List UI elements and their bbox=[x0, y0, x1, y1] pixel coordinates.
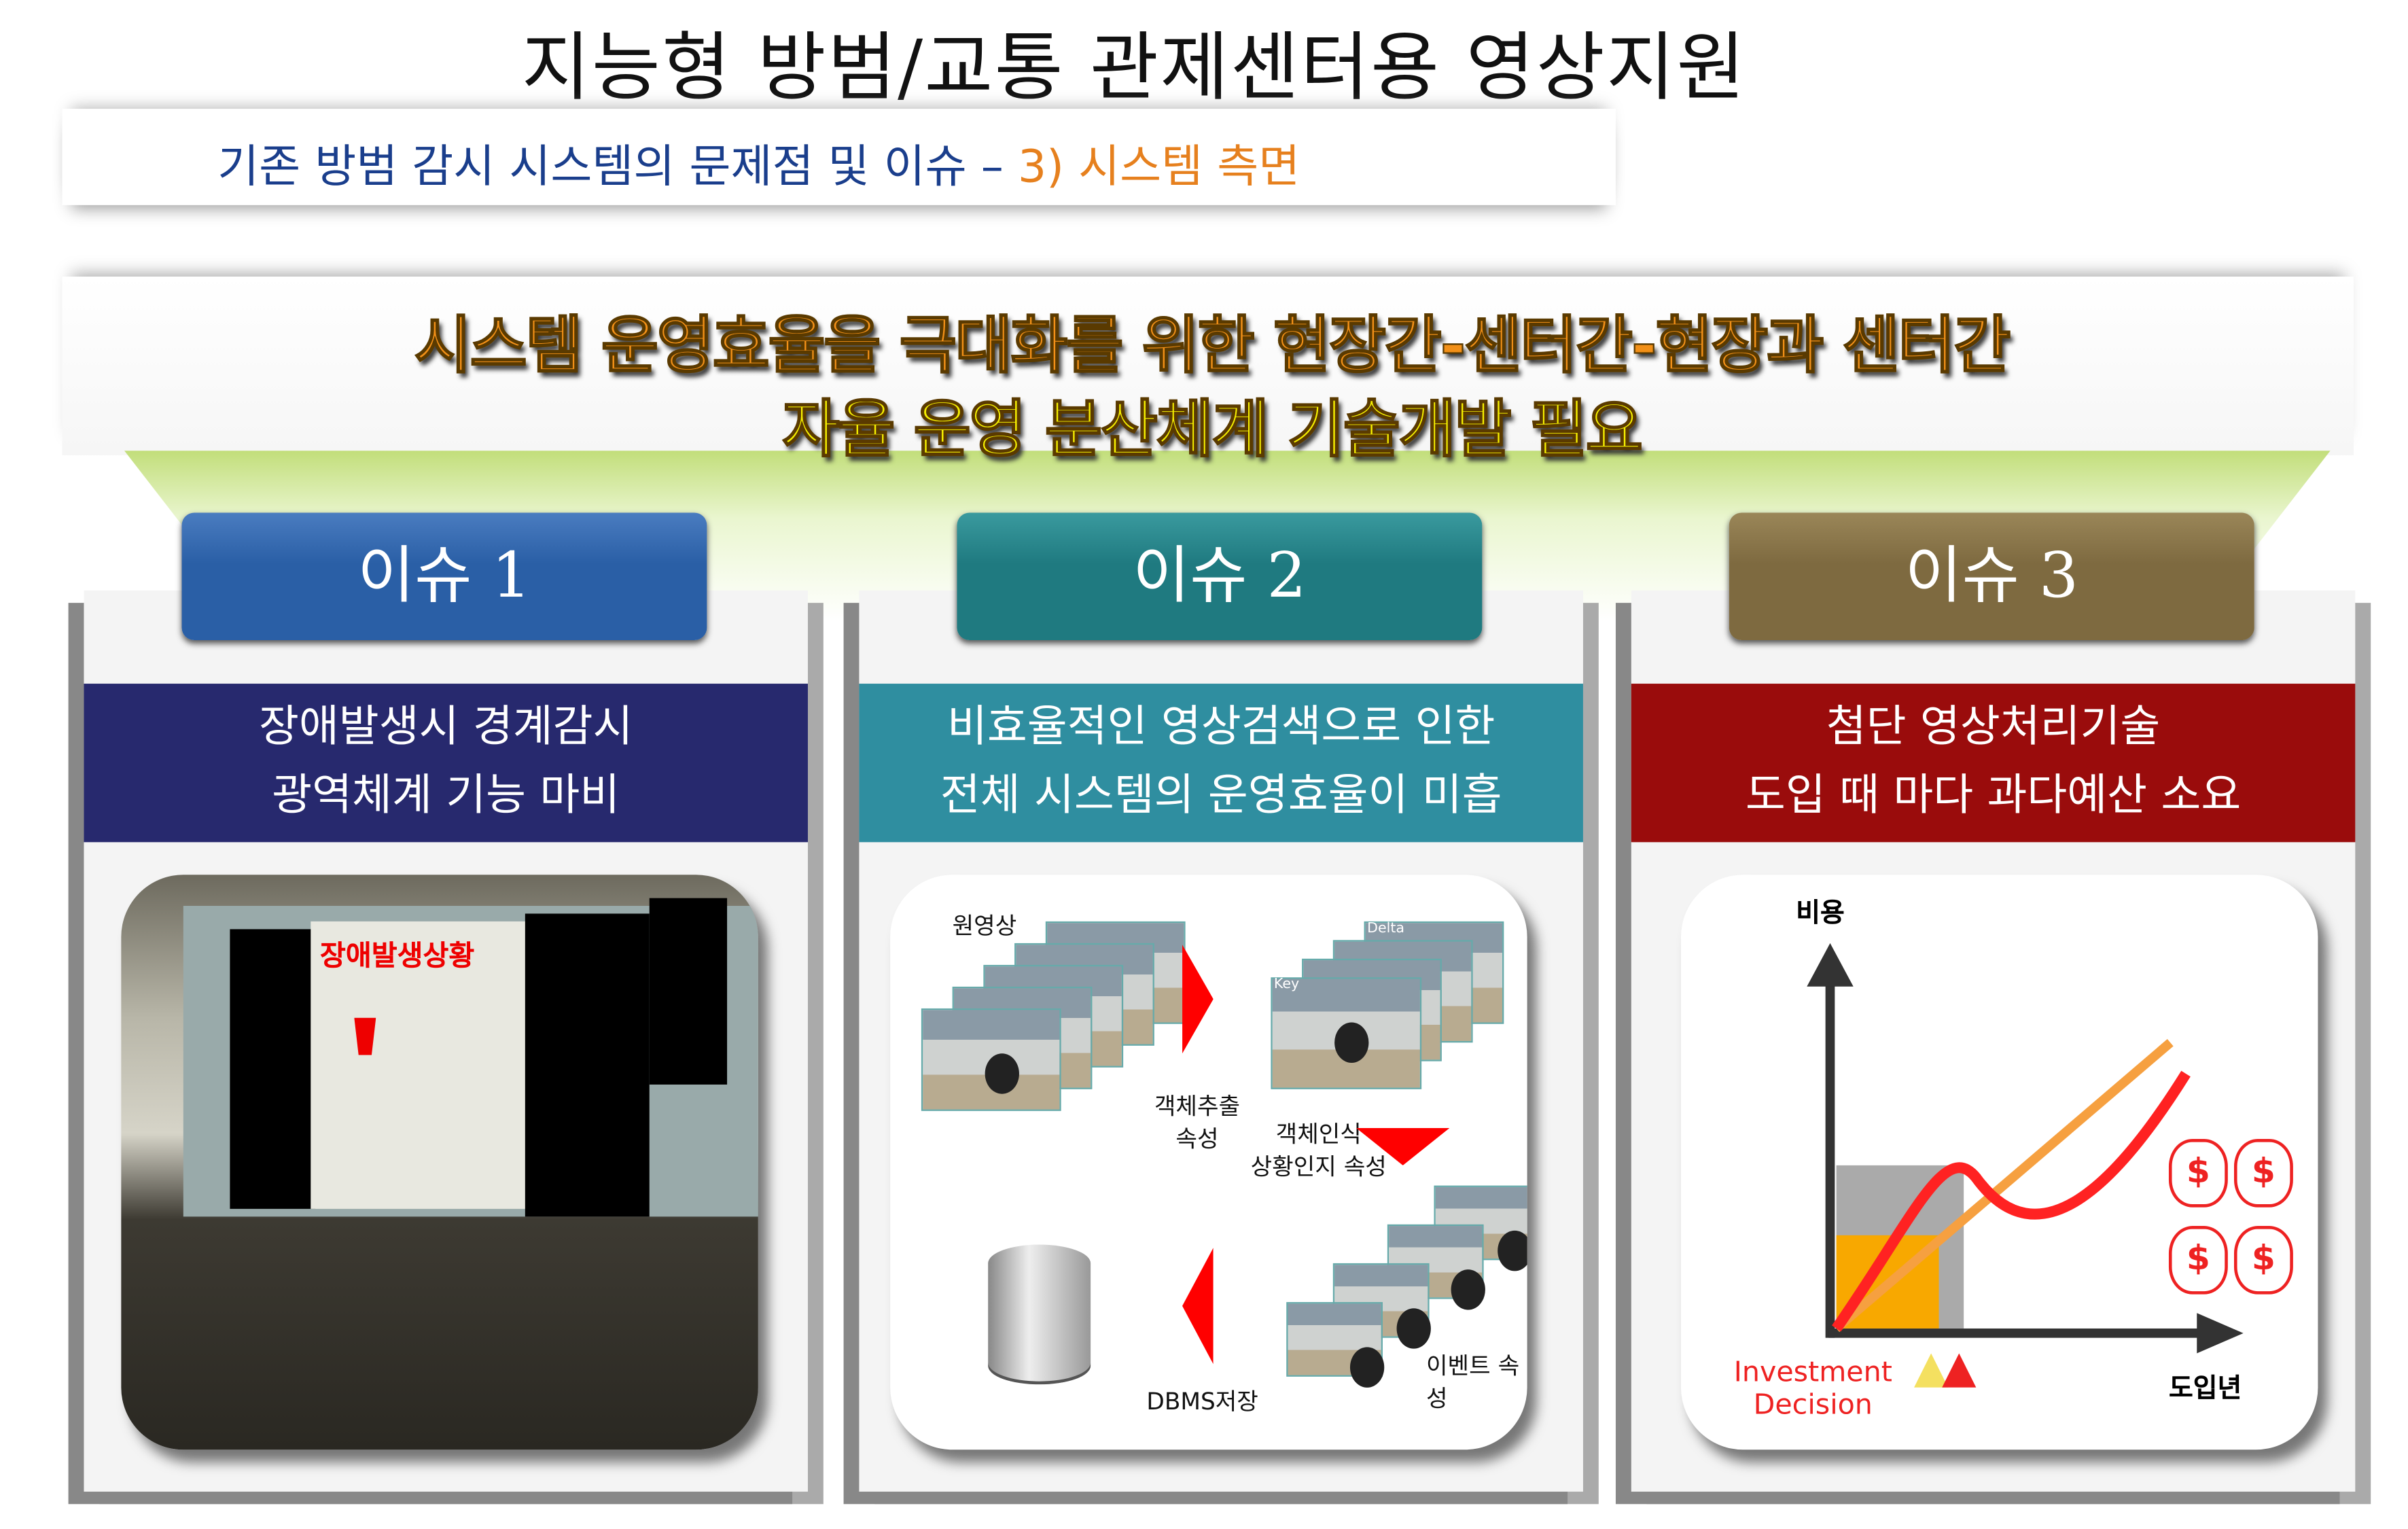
dbms-label: DBMS저장 bbox=[1146, 1387, 1258, 1416]
cost-curves bbox=[1832, 1039, 2191, 1333]
delta-label: Delta bbox=[1367, 921, 1405, 937]
issue-3-badge: 이슈 3 bbox=[1729, 512, 2254, 641]
map-screen bbox=[311, 921, 529, 1209]
linear-cost-line bbox=[1833, 1039, 2174, 1333]
blackout-screen bbox=[230, 929, 316, 1209]
desc-line: 도입 때 마다 과다예산 소요 bbox=[1745, 769, 2242, 821]
x-axis bbox=[1828, 1328, 2201, 1338]
database-icon bbox=[988, 1244, 1091, 1385]
subtitle: 기존 방범 감시 시스템의 문제점 및 이슈 – 3) 시스템 측면 bbox=[217, 130, 1300, 196]
money-bags-icon: $ $ $ $ bbox=[2168, 1139, 2309, 1310]
blackout-screen bbox=[525, 913, 650, 1217]
desc-line: 첨단 영상처리기술 bbox=[1826, 701, 2161, 752]
desc-line: 전체 시스템의 운영효율이 미흡 bbox=[940, 769, 1502, 821]
x-axis-label: 도입년 bbox=[2168, 1373, 2242, 1405]
arrow-left-icon bbox=[1182, 1248, 1214, 1365]
money-bag-icon: $ bbox=[2233, 1139, 2293, 1208]
desc-line: 장애발생시 경계감시 bbox=[258, 701, 633, 752]
desc-line: 광역체계 기능 마비 bbox=[272, 769, 620, 821]
banner bbox=[62, 276, 2354, 455]
money-bag-icon: $ bbox=[2168, 1226, 2228, 1295]
actual-cost-curve bbox=[1832, 1070, 2191, 1332]
event-label: 이벤트 속성 bbox=[1426, 1352, 1520, 1413]
source-frames bbox=[921, 921, 1201, 1123]
subtitle-main: 기존 방범 감시 시스템의 문제점 및 이슈 – bbox=[217, 139, 1004, 193]
subtitle-highlight: 3) 시스템 측면 bbox=[1017, 139, 1300, 193]
subtitle-bar bbox=[62, 109, 1616, 205]
label-line: 객체추출 bbox=[1154, 1092, 1241, 1121]
y-axis-label: 비용 bbox=[1796, 898, 1845, 930]
banner-line-1: 시스템 운영효율을 극대화를 위한 현장간-센터간-현장과 센터간 bbox=[414, 310, 2012, 383]
source-video-label: 원영상 bbox=[952, 912, 1017, 941]
money-bag-icon: $ bbox=[2233, 1226, 2293, 1295]
issue-2-badge: 이슈 2 bbox=[957, 512, 1483, 641]
desc-line: 비효율적인 영상검색으로 인한 bbox=[946, 701, 1495, 752]
money-bag-icon: $ bbox=[2168, 1139, 2228, 1208]
label-line: 속성 bbox=[1175, 1125, 1219, 1153]
page-title: 지능형 방범/교통 관제센터용 영상지원 bbox=[521, 24, 1747, 112]
issue-1-badge: 이슈 1 bbox=[181, 512, 707, 641]
label-line: 상황인지 속성 bbox=[1250, 1153, 1387, 1181]
control-room-photo: 장애발생상황 bbox=[121, 875, 758, 1450]
keyframes: Key Delta bbox=[1271, 921, 1527, 1093]
event-frames bbox=[1286, 1185, 1527, 1388]
blackout-screen bbox=[649, 898, 728, 1085]
key-label: Key bbox=[1273, 977, 1300, 994]
y-axis bbox=[1825, 980, 1835, 1338]
banner-line-2: 자율 운영 분산체계 기술개발 필요 bbox=[781, 394, 1644, 467]
label-line: Investment bbox=[1733, 1356, 1892, 1390]
failure-caption: 장애발생상황 bbox=[320, 940, 475, 973]
label-line: 객체인식 bbox=[1275, 1120, 1362, 1148]
label-line: Decision bbox=[1753, 1389, 1873, 1422]
